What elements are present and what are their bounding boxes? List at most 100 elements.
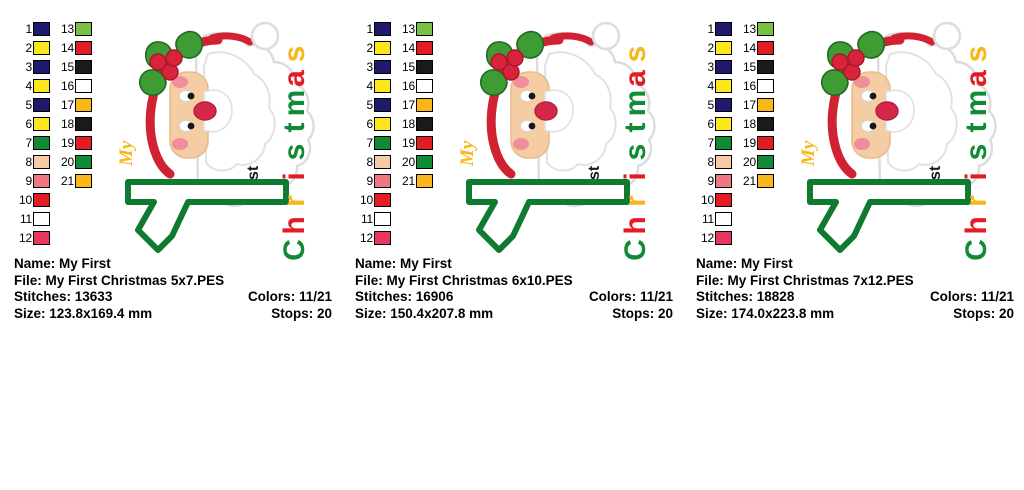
legend-row[interactable]: 19 bbox=[738, 133, 774, 152]
legend-row[interactable]: 2 bbox=[14, 38, 50, 57]
legend-row[interactable]: 6 bbox=[355, 114, 391, 133]
legend-row[interactable]: 17 bbox=[738, 95, 774, 114]
legend-row[interactable]: 10 bbox=[14, 190, 50, 209]
legend-row[interactable]: 5 bbox=[696, 95, 732, 114]
thread-color-swatch[interactable] bbox=[374, 154, 391, 169]
thread-color-swatch[interactable] bbox=[715, 135, 732, 150]
thread-color-swatch[interactable] bbox=[33, 211, 50, 226]
legend-row[interactable]: 15 bbox=[56, 57, 92, 76]
legend-row[interactable]: 11 bbox=[355, 209, 391, 228]
thread-color-swatch[interactable] bbox=[757, 78, 774, 93]
thread-color-swatch[interactable] bbox=[33, 154, 50, 169]
thread-color-swatch[interactable] bbox=[374, 135, 391, 150]
thread-color-swatch[interactable] bbox=[75, 97, 92, 112]
legend-row[interactable]: 8 bbox=[696, 152, 732, 171]
legend-row[interactable]: 6 bbox=[696, 114, 732, 133]
thread-color-swatch[interactable] bbox=[757, 59, 774, 74]
thread-color-swatch[interactable] bbox=[715, 97, 732, 112]
legend-row[interactable]: 18 bbox=[56, 114, 92, 133]
thread-color-swatch[interactable] bbox=[374, 97, 391, 112]
thread-color-swatch[interactable] bbox=[75, 154, 92, 169]
legend-row[interactable]: 16 bbox=[397, 76, 433, 95]
thread-color-swatch[interactable] bbox=[715, 40, 732, 55]
legend-row[interactable]: 1 bbox=[355, 19, 391, 38]
thread-color-swatch[interactable] bbox=[33, 59, 50, 74]
thread-color-swatch[interactable] bbox=[33, 230, 50, 245]
thread-color-swatch[interactable] bbox=[33, 173, 50, 188]
legend-row[interactable]: 16 bbox=[56, 76, 92, 95]
legend-row[interactable]: 20 bbox=[397, 152, 433, 171]
thread-color-swatch[interactable] bbox=[416, 154, 433, 169]
legend-row[interactable]: 20 bbox=[738, 152, 774, 171]
legend-row[interactable]: 1 bbox=[14, 19, 50, 38]
thread-color-swatch[interactable] bbox=[757, 40, 774, 55]
legend-row[interactable]: 12 bbox=[355, 228, 391, 247]
legend-row[interactable]: 19 bbox=[397, 133, 433, 152]
legend-row[interactable]: 6 bbox=[14, 114, 50, 133]
legend-row[interactable]: 7 bbox=[355, 133, 391, 152]
legend-row[interactable]: 11 bbox=[696, 209, 732, 228]
thread-color-swatch[interactable] bbox=[715, 173, 732, 188]
legend-row[interactable]: 10 bbox=[355, 190, 391, 209]
legend-row[interactable]: 12 bbox=[14, 228, 50, 247]
thread-color-swatch[interactable] bbox=[715, 78, 732, 93]
legend-row[interactable]: 13 bbox=[738, 19, 774, 38]
thread-color-swatch[interactable] bbox=[374, 116, 391, 131]
thread-color-swatch[interactable] bbox=[374, 192, 391, 207]
thread-color-swatch[interactable] bbox=[715, 116, 732, 131]
legend-row[interactable]: 7 bbox=[696, 133, 732, 152]
thread-color-swatch[interactable] bbox=[374, 230, 391, 245]
legend-row[interactable]: 17 bbox=[397, 95, 433, 114]
legend-row[interactable]: 3 bbox=[355, 57, 391, 76]
thread-color-swatch[interactable] bbox=[374, 78, 391, 93]
thread-color-swatch[interactable] bbox=[75, 173, 92, 188]
legend-row[interactable]: 14 bbox=[738, 38, 774, 57]
thread-color-swatch[interactable] bbox=[416, 116, 433, 131]
legend-row[interactable]: 2 bbox=[696, 38, 732, 57]
thread-color-swatch[interactable] bbox=[33, 116, 50, 131]
legend-row[interactable]: 18 bbox=[397, 114, 433, 133]
legend-row[interactable]: 7 bbox=[14, 133, 50, 152]
thread-color-swatch[interactable] bbox=[374, 211, 391, 226]
legend-row[interactable]: 20 bbox=[56, 152, 92, 171]
legend-row[interactable]: 2 bbox=[355, 38, 391, 57]
legend-row[interactable]: 8 bbox=[14, 152, 50, 171]
legend-row[interactable]: 3 bbox=[14, 57, 50, 76]
legend-row[interactable]: 4 bbox=[696, 76, 732, 95]
legend-row[interactable]: 10 bbox=[696, 190, 732, 209]
thread-color-swatch[interactable] bbox=[75, 59, 92, 74]
legend-row[interactable]: 15 bbox=[738, 57, 774, 76]
thread-color-swatch[interactable] bbox=[75, 78, 92, 93]
legend-row[interactable]: 4 bbox=[355, 76, 391, 95]
legend-row[interactable]: 5 bbox=[355, 95, 391, 114]
legend-row[interactable]: 9 bbox=[14, 171, 50, 190]
thread-color-swatch[interactable] bbox=[416, 59, 433, 74]
legend-row[interactable]: 21 bbox=[738, 171, 774, 190]
thread-color-swatch[interactable] bbox=[757, 154, 774, 169]
thread-color-swatch[interactable] bbox=[416, 78, 433, 93]
legend-row[interactable]: 13 bbox=[397, 19, 433, 38]
legend-row[interactable]: 21 bbox=[397, 171, 433, 190]
thread-color-swatch[interactable] bbox=[33, 97, 50, 112]
thread-color-swatch[interactable] bbox=[374, 59, 391, 74]
thread-color-swatch[interactable] bbox=[757, 97, 774, 112]
legend-row[interactable]: 15 bbox=[397, 57, 433, 76]
thread-color-swatch[interactable] bbox=[715, 154, 732, 169]
legend-row[interactable]: 9 bbox=[355, 171, 391, 190]
legend-row[interactable]: 3 bbox=[696, 57, 732, 76]
legend-row[interactable]: 1 bbox=[696, 19, 732, 38]
legend-row[interactable]: 16 bbox=[738, 76, 774, 95]
thread-color-swatch[interactable] bbox=[715, 59, 732, 74]
legend-row[interactable]: 12 bbox=[696, 228, 732, 247]
thread-color-swatch[interactable] bbox=[416, 97, 433, 112]
legend-row[interactable]: 5 bbox=[14, 95, 50, 114]
thread-color-swatch[interactable] bbox=[757, 21, 774, 36]
legend-row[interactable]: 21 bbox=[56, 171, 92, 190]
thread-color-swatch[interactable] bbox=[416, 40, 433, 55]
thread-color-swatch[interactable] bbox=[75, 116, 92, 131]
thread-color-swatch[interactable] bbox=[33, 192, 50, 207]
legend-row[interactable]: 4 bbox=[14, 76, 50, 95]
legend-row[interactable]: 19 bbox=[56, 133, 92, 152]
legend-row[interactable]: 18 bbox=[738, 114, 774, 133]
thread-color-swatch[interactable] bbox=[715, 21, 732, 36]
